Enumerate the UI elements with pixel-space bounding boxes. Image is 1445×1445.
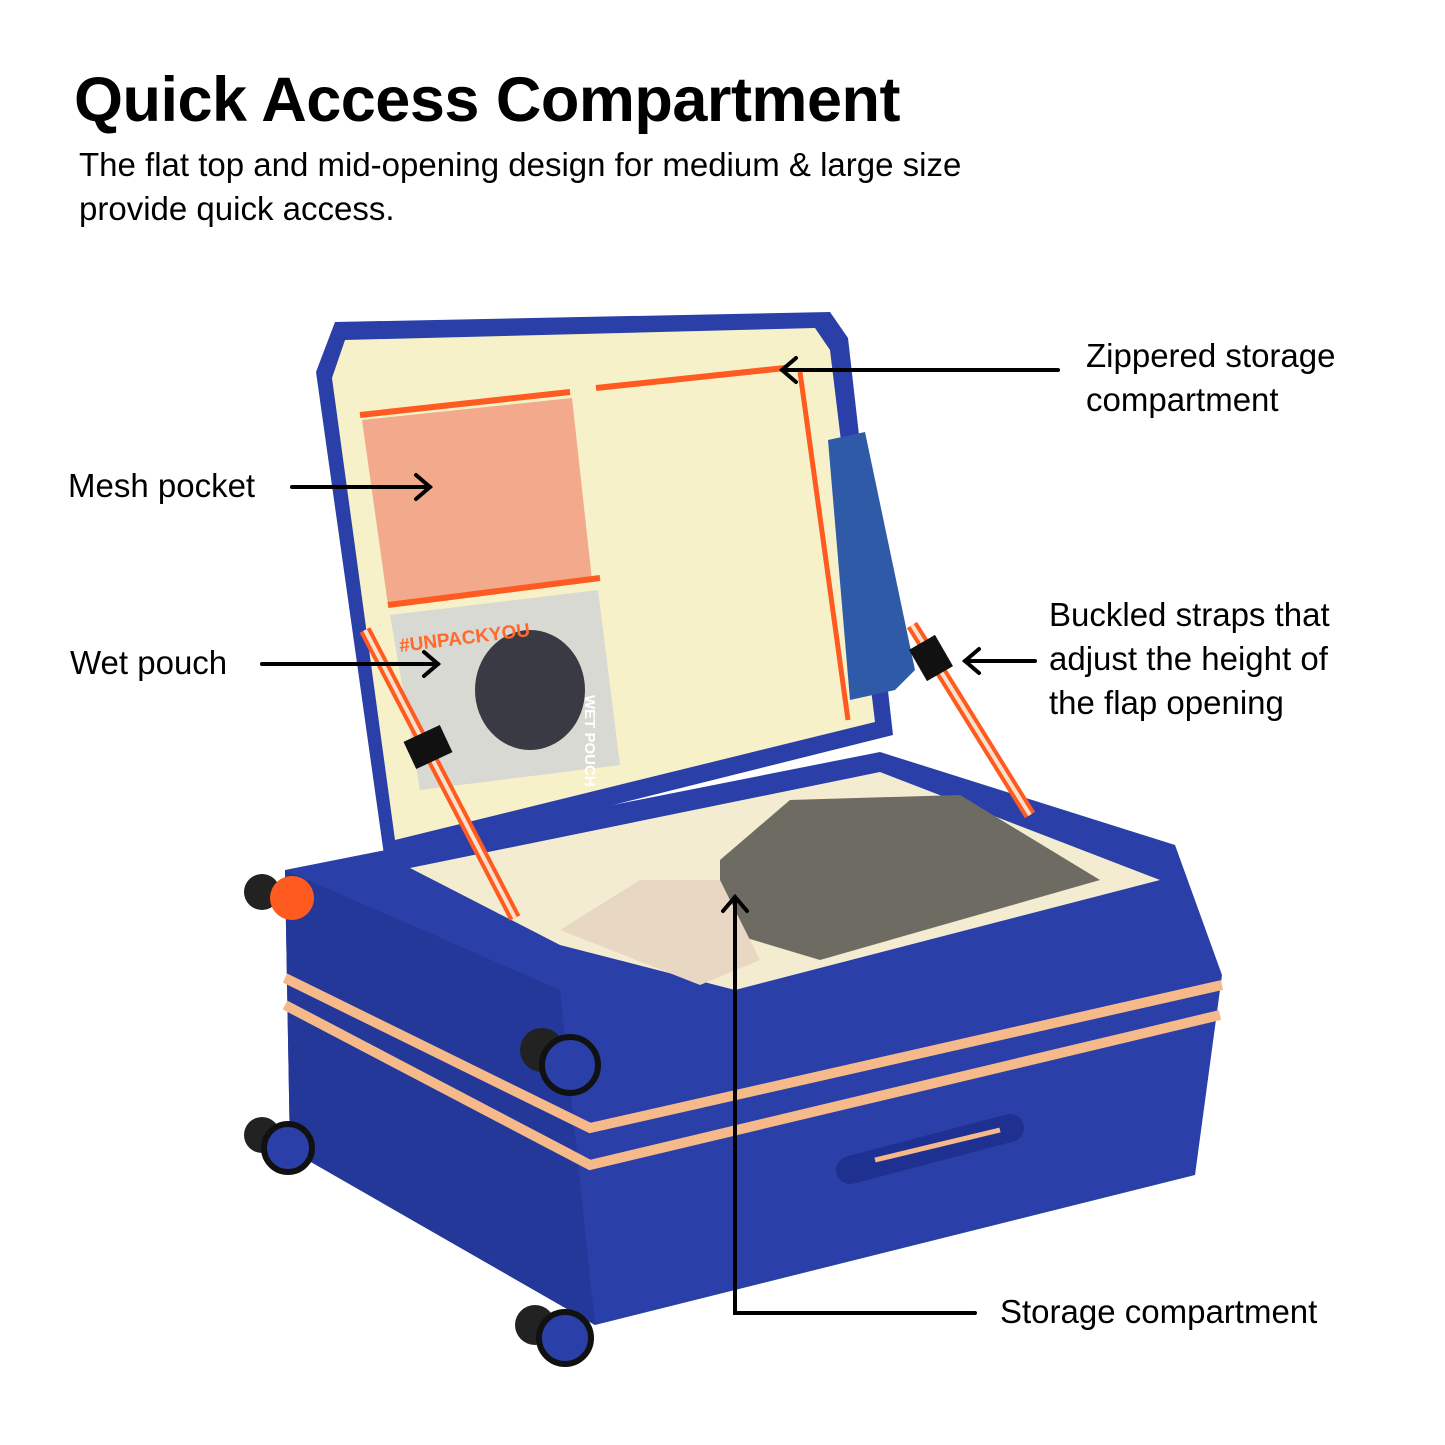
callout-text: the flap opening — [1049, 684, 1284, 721]
wheels — [244, 874, 601, 1367]
callout-storage-compartment: Storage compartment — [1000, 1293, 1318, 1330]
mesh-pocket — [362, 398, 592, 605]
callout-text: adjust the height of — [1049, 640, 1328, 677]
buckle — [909, 634, 953, 682]
callout-mesh-pocket: Mesh pocket — [68, 467, 256, 504]
zipper — [797, 371, 851, 721]
subtitle-line: provide quick access. — [79, 190, 395, 227]
callout-buckled-straps: Buckled straps that adjust the height of… — [1049, 593, 1330, 725]
callout-arrows — [260, 356, 1060, 1315]
zipper — [359, 389, 571, 418]
callout-zippered-storage: Zippered storage compartment — [1086, 334, 1335, 422]
callout-text: Zippered storage — [1086, 337, 1336, 374]
suitcase-base-side — [285, 870, 595, 1325]
buckle — [403, 724, 453, 770]
callout-wet-pouch: Wet pouch — [70, 644, 228, 681]
towel — [828, 432, 915, 700]
trim-stripe — [282, 1000, 1222, 1171]
callout-text: Buckled straps that — [1049, 596, 1330, 633]
wet-pouch-print: WET POUCH — [581, 695, 598, 787]
subtitle-line: The flat top and mid-opening design for … — [79, 146, 962, 183]
page-title: Quick Access Compartment — [74, 65, 900, 135]
zipper — [595, 365, 786, 391]
clothes — [560, 880, 760, 985]
callout-text: compartment — [1086, 381, 1279, 418]
page-subtitle: The flat top and mid-opening design for … — [79, 143, 1179, 231]
trim-stripe — [282, 973, 1224, 1134]
clothes — [720, 795, 1100, 960]
